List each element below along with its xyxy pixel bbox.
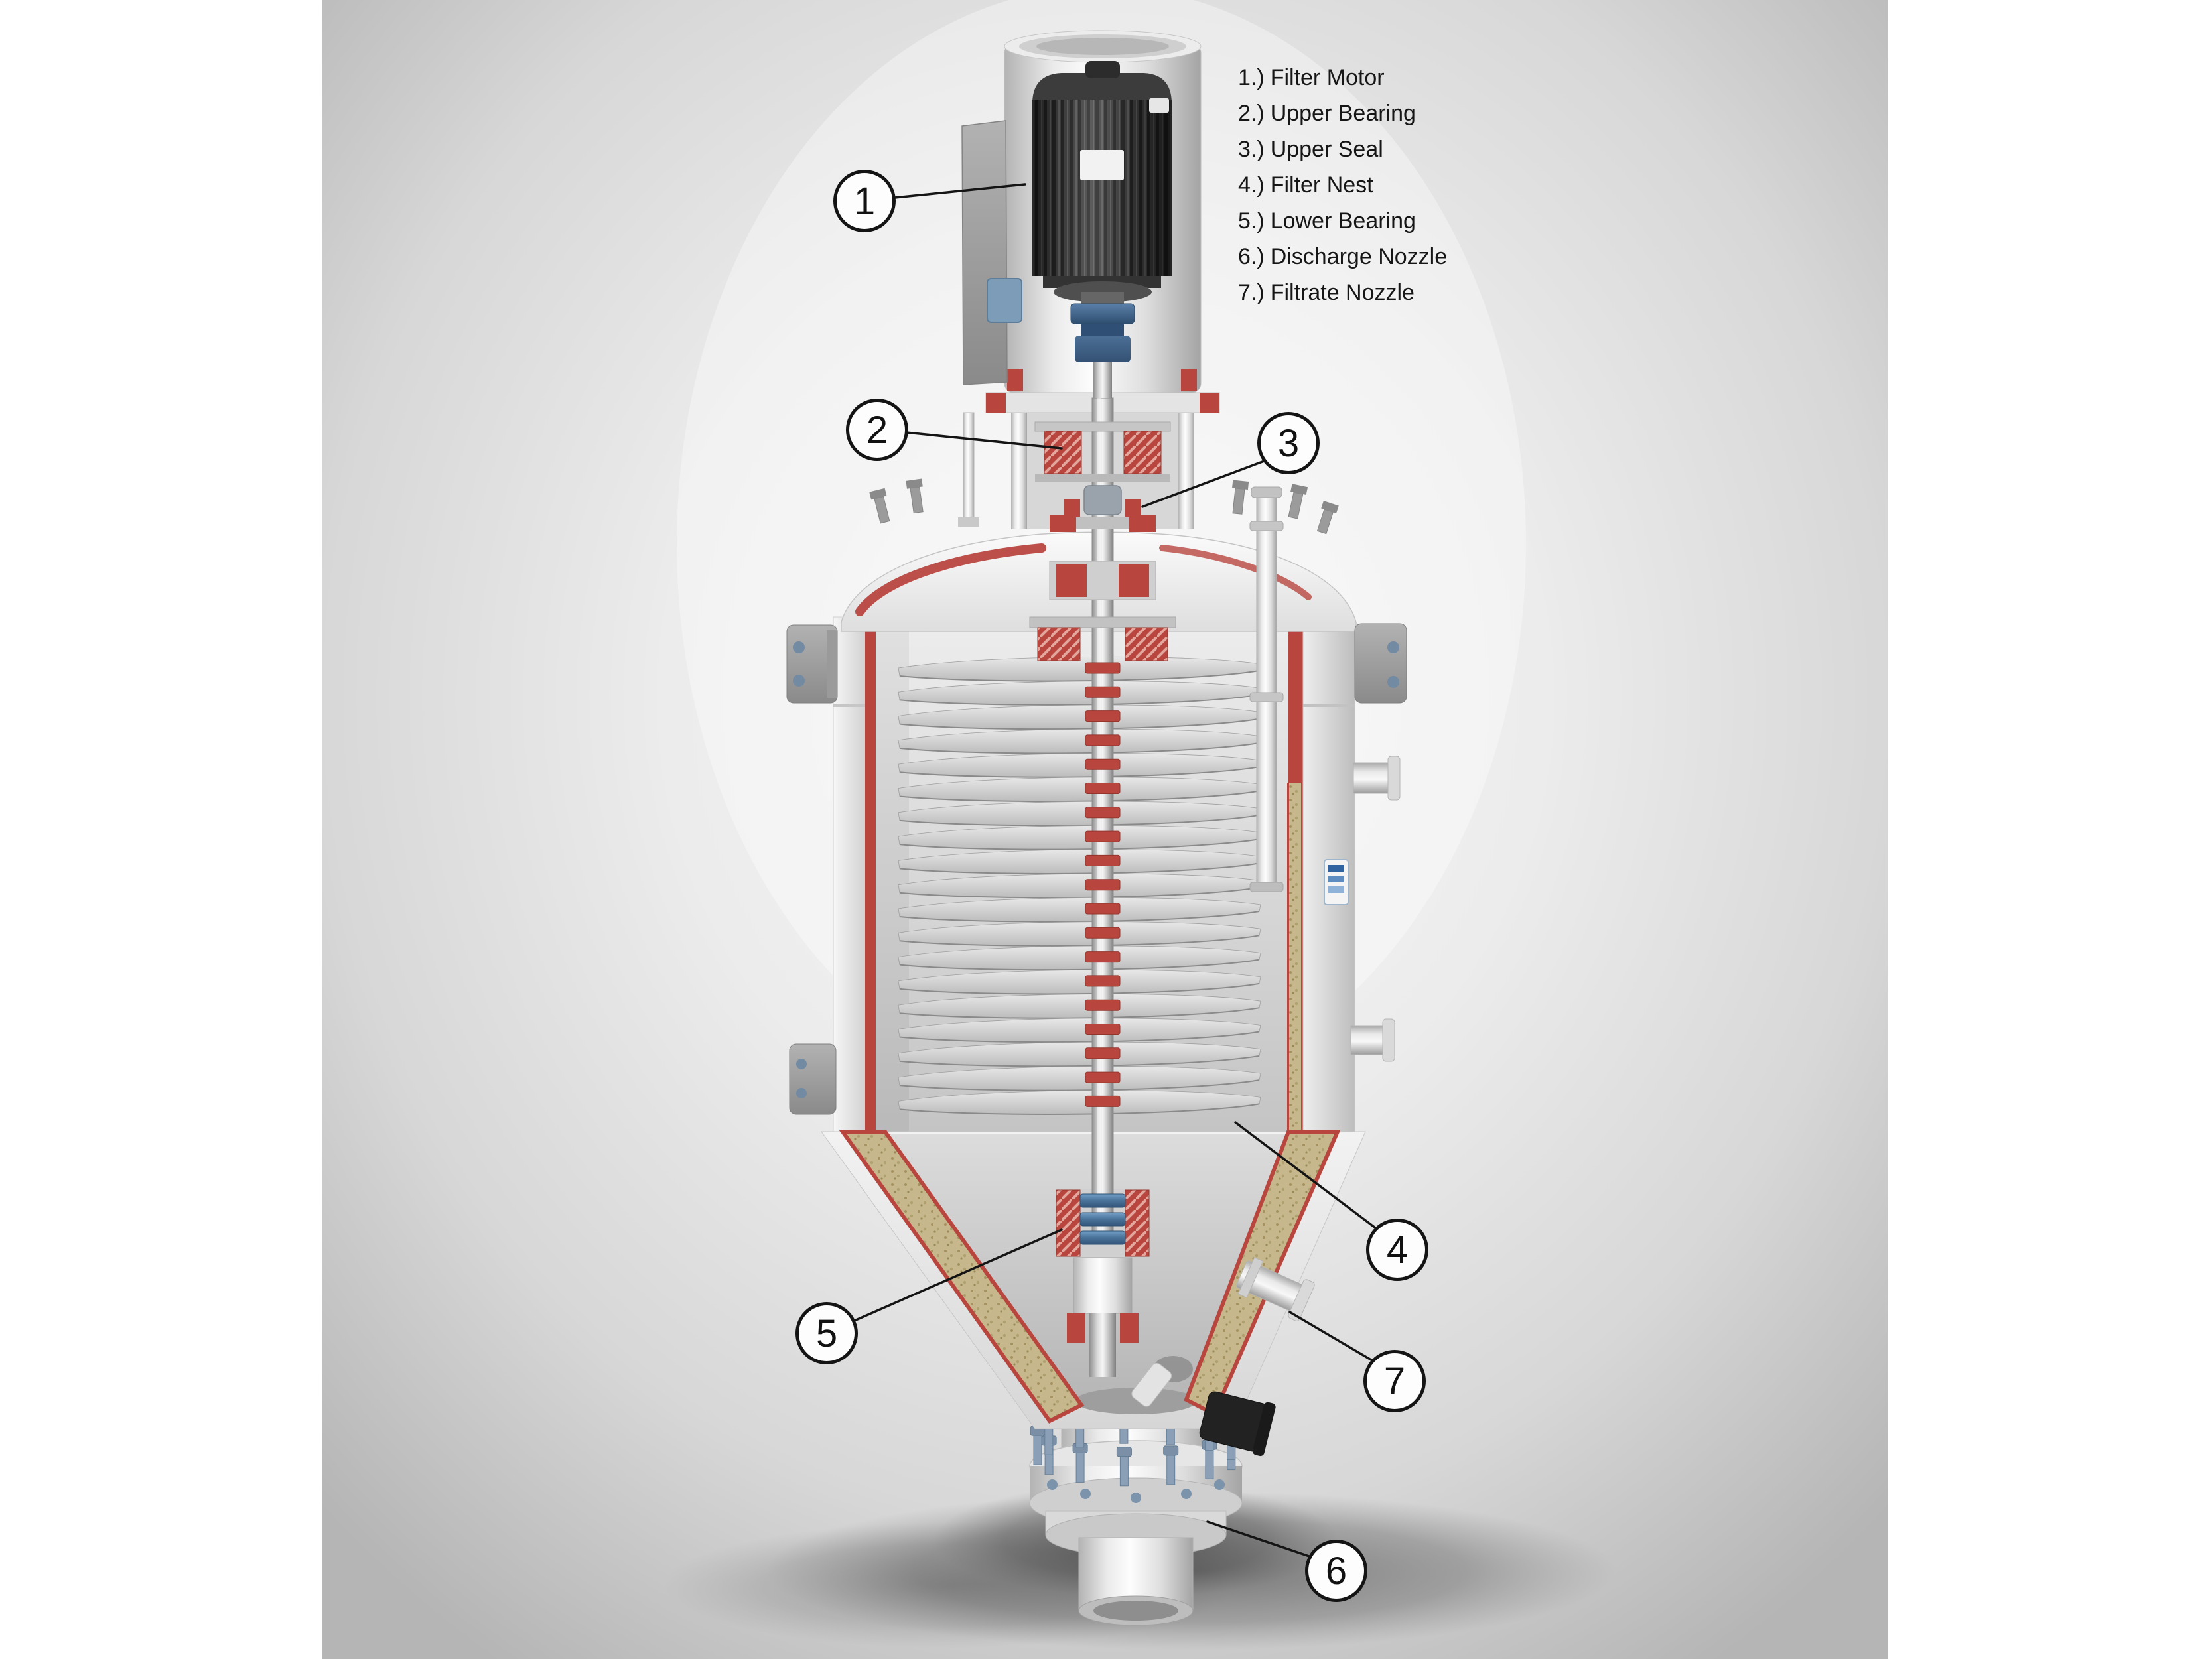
legend-item-6: 6.)Discharge Nozzle — [1238, 239, 1447, 275]
legend-label: Lower Bearing — [1270, 208, 1416, 233]
legend-number: 5.) — [1238, 208, 1265, 233]
legend-number: 6.) — [1238, 244, 1265, 269]
upper-bearing-assembly — [1034, 421, 1171, 482]
side-nozzle-lower — [1350, 1018, 1395, 1062]
leader-6 — [1206, 1520, 1312, 1558]
legend-item-4: 4.)Filter Nest — [1238, 167, 1447, 203]
legend-item-1: 1.)Filter Motor — [1238, 60, 1447, 96]
callout-7: 7 — [1363, 1350, 1426, 1412]
agitator-shaft — [1085, 397, 1121, 1240]
leader-1 — [894, 183, 1026, 199]
leader-4 — [1234, 1121, 1377, 1229]
legend-label: Filtrate Nozzle — [1270, 280, 1415, 305]
girth-flange-clamp-right — [1354, 623, 1407, 704]
callout-3: 3 — [1257, 412, 1320, 474]
internal-filtrate-pipe — [1249, 486, 1284, 892]
side-nozzle-upper — [1353, 756, 1401, 801]
motor-coupling — [1070, 303, 1135, 398]
callout-1: 1 — [833, 170, 896, 232]
legend-label: Upper Seal — [1270, 137, 1383, 162]
callout-5: 5 — [795, 1302, 858, 1364]
dome-shaft-boss — [1049, 561, 1156, 600]
black-stub-nozzle — [1199, 1391, 1276, 1457]
legend-label: Discharge Nozzle — [1270, 244, 1448, 269]
mounting-bracket — [961, 120, 1008, 385]
legend-item-2: 2.)Upper Bearing — [1238, 96, 1447, 131]
leader-3 — [1141, 459, 1267, 508]
leader-5 — [855, 1228, 1063, 1321]
lower-clamp-left — [789, 1043, 837, 1115]
legend-number: 2.) — [1238, 101, 1265, 126]
filter-motor — [1032, 61, 1172, 398]
filtrate-nozzle — [1236, 1257, 1315, 1321]
legend-number: 3.) — [1238, 137, 1265, 162]
legend-number: 7.) — [1238, 280, 1265, 305]
legend-item-7: 7.)Filtrate Nozzle — [1238, 275, 1447, 310]
lower-bearing-assembly — [1056, 1189, 1150, 1377]
leader-7 — [1288, 1311, 1375, 1362]
junction-box — [987, 278, 1022, 323]
leader-lines — [855, 183, 1377, 1558]
nameplate — [1324, 859, 1349, 905]
legend-item-5: 5.)Lower Bearing — [1238, 203, 1447, 239]
callout-2: 2 — [846, 399, 908, 461]
callout-4: 4 — [1366, 1219, 1428, 1281]
legend-label: Upper Bearing — [1270, 101, 1416, 126]
callout-6: 6 — [1305, 1540, 1367, 1602]
dome-studs — [869, 478, 1339, 535]
legend-label: Filter Nest — [1270, 172, 1373, 198]
shaft-top-hub — [1029, 616, 1176, 661]
legend-number: 4.) — [1238, 172, 1265, 198]
legend-label: Filter Motor — [1270, 65, 1385, 90]
parts-legend: 1.)Filter Motor 2.)Upper Bearing 3.)Uppe… — [1238, 60, 1447, 310]
leader-2 — [905, 431, 1063, 450]
legend-item-3: 3.)Upper Seal — [1238, 131, 1447, 167]
upper-seal-assembly — [1050, 485, 1156, 532]
exterior-fittings — [786, 623, 1407, 1457]
girth-flange-clamp-left — [786, 624, 838, 704]
legend-number: 1.) — [1238, 65, 1265, 90]
